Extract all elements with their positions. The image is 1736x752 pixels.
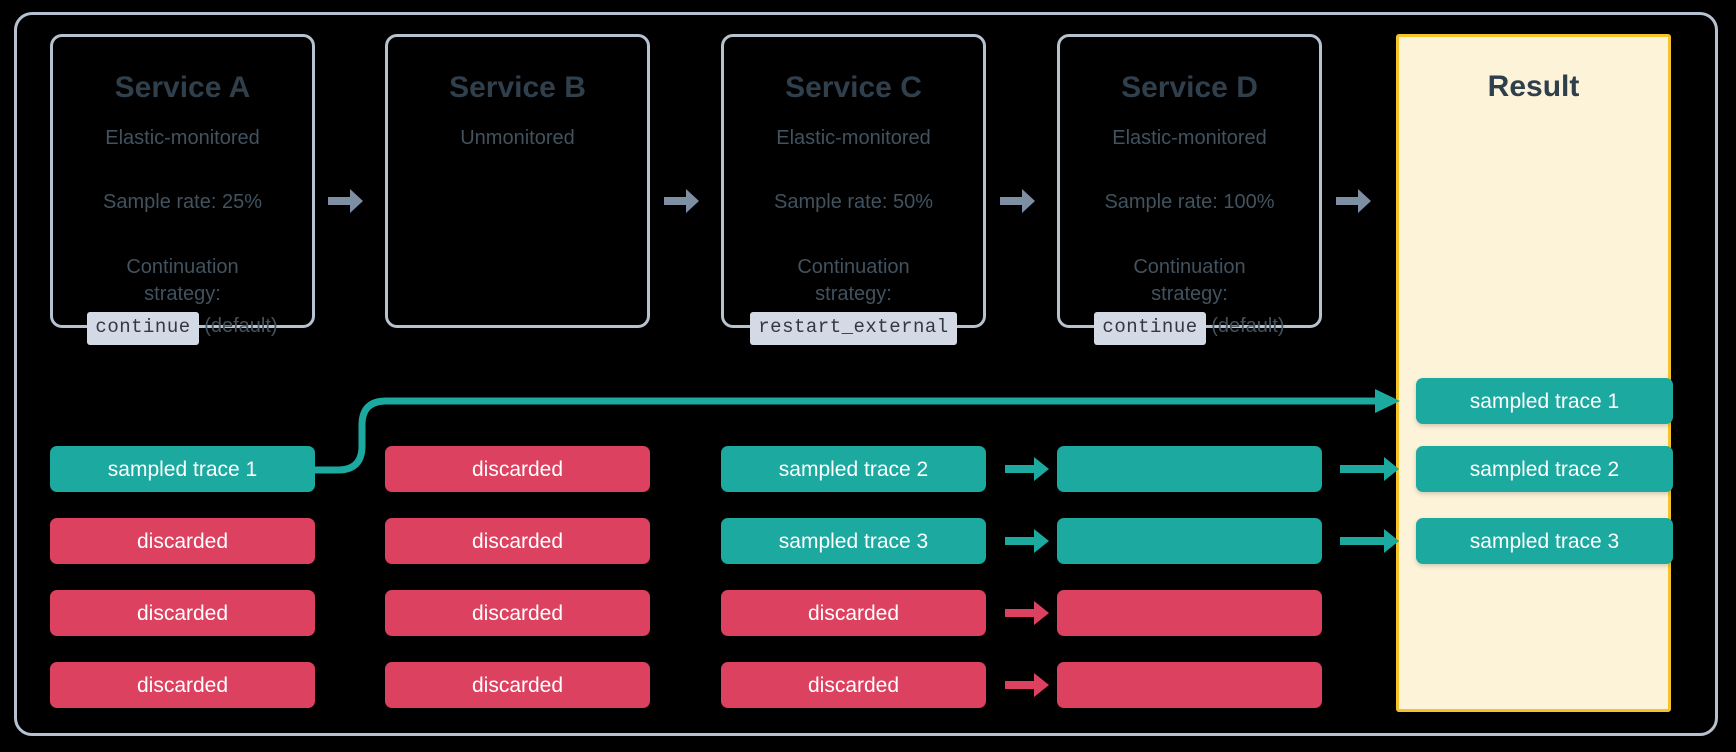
list-item-d-4 <box>1057 662 1322 708</box>
service-a-strategy-code: continue <box>87 312 199 345</box>
service-c-continuation-line1: Continuation <box>797 256 910 278</box>
service-c-strategy-line: restart_external <box>724 312 983 345</box>
service-a-continuation-line2: strategy: <box>144 283 221 305</box>
service-c-strategy-code: restart_external <box>750 312 957 345</box>
diagram-outer-frame <box>14 12 1718 736</box>
list-item-b-4: discarded <box>385 662 650 708</box>
connector-a1-to-result1 <box>300 370 1420 480</box>
list-item-d-2 <box>1057 518 1322 564</box>
list-item-d-3 <box>1057 590 1322 636</box>
arrow-right-icon-c2-to-d2 <box>1005 528 1050 554</box>
list-item-c-1: sampled trace 2 <box>721 446 986 492</box>
arrow-right-icon-b-to-c <box>664 188 700 214</box>
list-item-a-4: discarded <box>50 662 315 708</box>
arrow-right-icon-c-to-d <box>1000 188 1036 214</box>
service-d-continuation-line2: strategy: <box>1151 283 1228 305</box>
result-bar-1: sampled trace 1 <box>1416 378 1673 424</box>
service-card-b: Service B Unmonitored <box>385 34 650 328</box>
service-c-monitoring: Elastic-monitored <box>776 127 931 149</box>
arrow-right-icon-c4-to-d4 <box>1005 672 1050 698</box>
service-d-continuation-label: Continuation strategy: continue (default… <box>1060 254 1319 345</box>
list-item-a-1: sampled trace 1 <box>50 446 315 492</box>
service-d-title: Service D <box>1121 71 1258 104</box>
arrow-right-icon-c1-to-d1 <box>1005 456 1050 482</box>
list-item-c-2: sampled trace 3 <box>721 518 986 564</box>
service-a-title: Service A <box>114 71 251 104</box>
arrow-right-icon-d-to-result <box>1336 188 1372 214</box>
service-a-strategy-note: (default) <box>204 315 278 337</box>
arrow-right-icon-d2-to-result3 <box>1340 528 1400 554</box>
list-item-b-2: discarded <box>385 518 650 564</box>
result-panel-title: Result <box>1487 70 1580 103</box>
list-item-a-3: discarded <box>50 590 315 636</box>
service-a-continuation-label: Continuation strategy: continue (default… <box>53 254 312 345</box>
result-bar-3: sampled trace 3 <box>1416 518 1673 564</box>
list-item-c-3: discarded <box>721 590 986 636</box>
list-item-b-3: discarded <box>385 590 650 636</box>
service-a-strategy-line: continue (default) <box>53 312 312 345</box>
service-a-sample-rate: Sample rate: 25% <box>103 191 262 213</box>
service-card-d: Service D Elastic-monitored Sample rate:… <box>1057 34 1322 345</box>
service-c-continuation-line2: strategy: <box>815 283 892 305</box>
service-d-strategy-code: continue <box>1094 312 1206 345</box>
arrow-right-icon-c3-to-d3 <box>1005 600 1050 626</box>
service-d-strategy-line: continue (default) <box>1060 312 1319 345</box>
result-panel: Result <box>1396 34 1671 712</box>
list-item-c-4: discarded <box>721 662 986 708</box>
service-a-continuation-line1: Continuation <box>126 256 239 278</box>
service-a-monitoring: Elastic-monitored <box>105 127 260 149</box>
service-card-c: Service C Elastic-monitored Sample rate:… <box>721 34 986 345</box>
list-item-b-1: discarded <box>385 446 650 492</box>
result-bar-2: sampled trace 2 <box>1416 446 1673 492</box>
service-d-strategy-note: (default) <box>1211 315 1285 337</box>
arrow-right-icon-a-to-b <box>328 188 364 214</box>
service-d-continuation-line1: Continuation <box>1133 256 1246 278</box>
service-b-title: Service B <box>449 71 586 104</box>
arrow-right-icon-d1-to-result2 <box>1340 456 1400 482</box>
service-card-a: Service A Elastic-monitored Sample rate:… <box>50 34 315 345</box>
service-c-title: Service C <box>785 71 922 104</box>
service-b-monitoring: Unmonitored <box>460 127 575 149</box>
list-item-a-2: discarded <box>50 518 315 564</box>
service-c-continuation-label: Continuation strategy: restart_external <box>724 254 983 345</box>
list-item-d-1 <box>1057 446 1322 492</box>
service-c-sample-rate: Sample rate: 50% <box>774 191 933 213</box>
service-d-sample-rate: Sample rate: 100% <box>1104 191 1275 213</box>
service-d-monitoring: Elastic-monitored <box>1112 127 1267 149</box>
